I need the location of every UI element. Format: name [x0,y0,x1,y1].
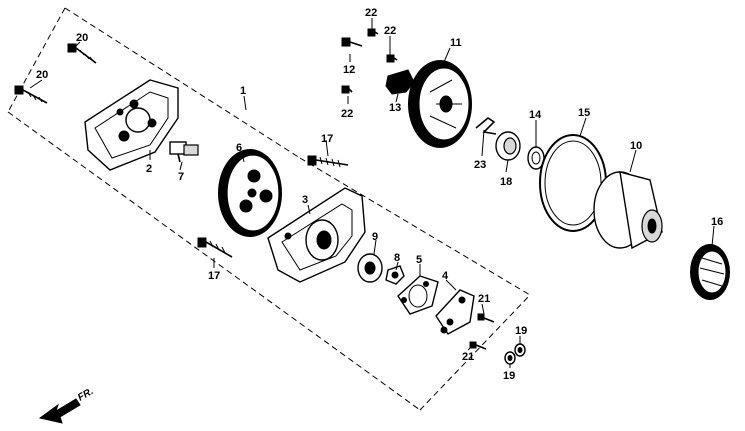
callout-3: 3 [302,194,308,206]
callout-20-lower: 20 [36,69,48,81]
callout-5: 5 [416,254,422,266]
callout-10: 10 [630,140,642,152]
callout-15: 15 [578,107,590,119]
sprocket-6 [218,149,282,237]
bolt-20-upper [67,43,97,64]
rotor-8 [385,265,405,285]
callout-4: 4 [442,270,449,282]
bolt-12 [341,37,363,47]
callout-20-upper: 20 [76,32,88,44]
callout-8: 8 [394,252,400,264]
front-direction-arrow-icon [38,398,81,424]
gear-16 [690,244,730,300]
bolt-17-upper [307,155,349,168]
callout-17-upper: 17 [321,133,333,145]
screw-21-lower [469,341,487,350]
callout-23: 23 [474,159,486,171]
front-direction-label: FR. [76,386,95,404]
nut-18 [495,131,521,161]
callout-17-lower: 17 [208,270,220,282]
rotor-9 [357,253,383,283]
bolt-20-lower [14,85,48,104]
callout-2: 2 [146,163,152,175]
plate-4 [435,289,475,335]
callout-14: 14 [529,109,542,121]
callout-1: 1 [240,85,246,97]
pump-cover-2 [84,79,179,171]
callout-11: 11 [450,37,462,49]
callout-12: 12 [343,64,355,76]
callout-22-mid: 22 [384,25,396,37]
washer-19-lower [504,351,516,365]
callout-18: 18 [500,176,512,188]
callout-19-upper: 19 [515,325,527,337]
pump-body-3 [267,187,366,283]
callout-22-top: 22 [365,7,377,19]
callout-21-lower: 21 [462,351,474,363]
callout-21-upper: 21 [478,293,490,305]
callout-22-low: 22 [341,108,353,120]
drive-hub-10 [593,171,663,250]
bolt-22-low [341,85,353,94]
bolt-22-top [367,28,379,37]
leader-lines [29,18,715,368]
callout-19-lower: 19 [503,370,515,382]
callout-6: 6 [236,142,242,154]
callout-16: 16 [711,216,723,228]
screw-21-upper [477,313,495,323]
clip-23 [475,117,497,135]
gasket-5 [397,275,439,315]
callout-9: 9 [372,231,378,243]
bolt-22-mid [386,54,398,63]
washer-19-upper [514,343,526,357]
housing-11 [408,60,472,148]
callout-7: 7 [178,171,184,183]
callout-labels: 1 2 3 4 5 6 7 8 9 10 11 12 13 14 15 16 1… [36,7,723,382]
cap-13 [385,69,415,95]
fitting-7 [169,141,199,163]
callout-13: 13 [389,102,401,114]
bolt-17-lower [197,237,233,258]
